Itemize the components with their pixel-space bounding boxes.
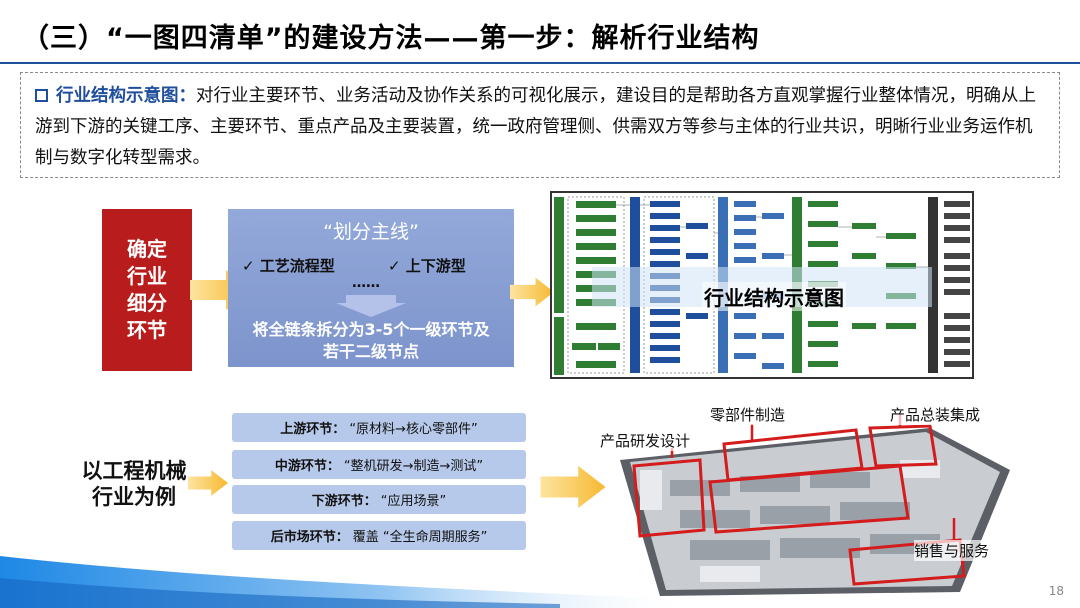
stage-upstream: 上游环节：“原材料→核心零部件” [232,413,526,442]
arrow-right-icon [540,466,606,508]
arrow-right-icon [510,272,554,312]
stage-midstream: 中游环节：“整机研发→制造→测试” [232,450,526,479]
page-number: 18 [1049,584,1064,598]
method-option-process: ✓ 工艺流程型 [242,255,335,276]
diagram-label: 行业结构示意图 [702,282,846,311]
stage-downstream: 下游环节：“应用场景” [232,485,526,514]
footer-wave-decoration [0,538,1080,608]
method-option-chain: ✓ 上下游型 [388,255,466,276]
method-box: “划分主线” ✓ 工艺流程型 ✓ 上下游型 …… 将全链条拆分为3-5个一级环节… [228,209,514,367]
intro-lead: 行业结构示意图： [56,86,196,106]
method-title: “划分主线” [228,217,514,244]
industry-structure-diagram: 行业结构示意图 [550,191,974,379]
factory-label-parts: 零部件制造 [710,404,785,425]
title-divider [0,62,1080,64]
factory-label-assembly: 产品总装集成 [890,404,980,425]
method-ellipsis: …… [352,275,380,291]
step-box: 确定行业细分环节 [102,209,192,371]
square-bullet-icon [35,89,48,102]
example-label: 以工程机械行业为例 [80,458,188,510]
page-title: （三）“一图四清单”的建设方法——第一步：解析行业结构 [22,16,760,55]
down-arrow-icon [336,295,406,317]
step-box-text: 确定行业细分环节 [125,236,169,344]
intro-box: 行业结构示意图：对行业主要环节、业务活动及协作关系的可视化展示，建设目的是帮助各… [20,72,1060,178]
arrow-right-icon [188,466,228,500]
intro-paragraph: 行业结构示意图：对行业主要环节、业务活动及协作关系的可视化展示，建设目的是帮助各… [35,81,1047,174]
method-result: 将全链条拆分为3-5个一级环节及若干二级节点 [228,319,514,363]
factory-label-rd: 产品研发设计 [600,430,690,451]
